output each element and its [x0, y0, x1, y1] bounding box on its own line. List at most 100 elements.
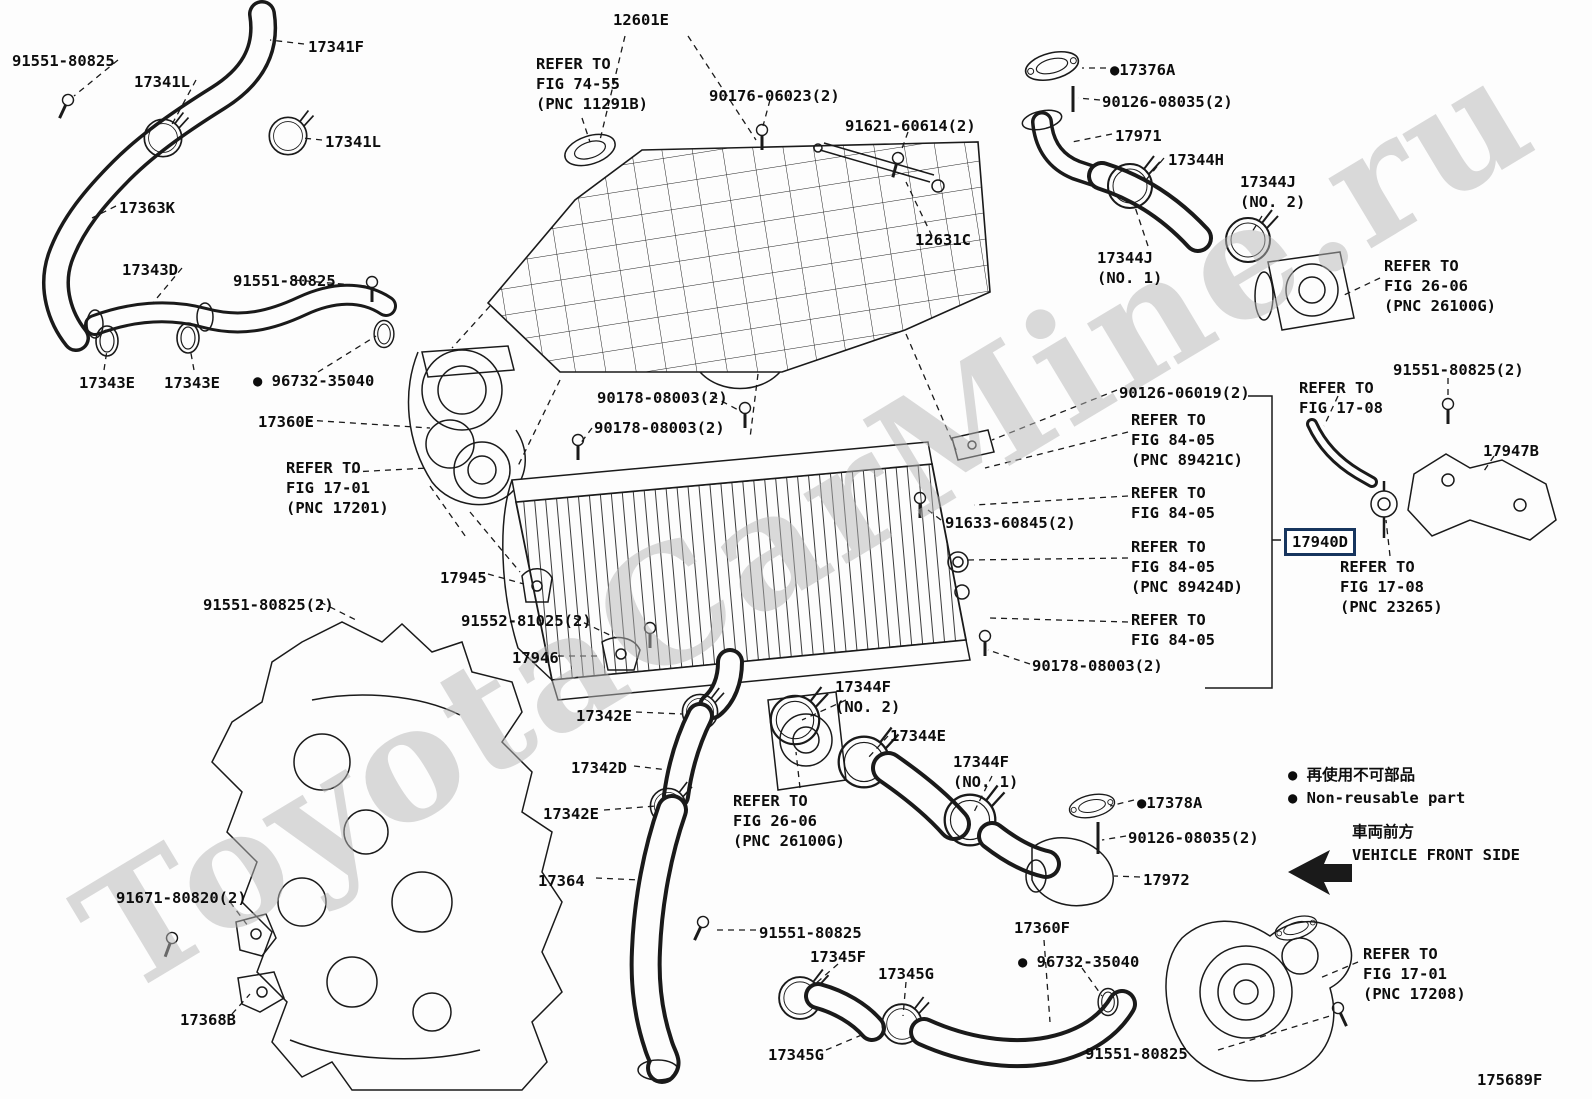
- bolt-icon: [53, 91, 77, 122]
- part-91633-60845[interactable]: 91633-60845(2): [945, 514, 1076, 532]
- air-hose-assembly-top-left: [42, 0, 397, 357]
- part-91551-80825-d[interactable]: 91551-80825(2): [203, 596, 334, 614]
- gasket-icon: [1271, 910, 1321, 946]
- part-17344J-no1[interactable]: 17344J(NO. 1): [1097, 249, 1163, 287]
- part-91551-80825-e[interactable]: 91551-80825: [759, 924, 862, 942]
- part-17343D[interactable]: 17343D: [122, 261, 178, 279]
- legend-non-reusable-en: ● Non-reusable part: [1288, 789, 1466, 807]
- hose-clamp-icon: [268, 109, 315, 156]
- part-17345G-b[interactable]: 17345G: [768, 1046, 824, 1064]
- part-17360F[interactable]: 17360F: [1014, 919, 1070, 937]
- part-17343E-b[interactable]: 17343E: [164, 374, 220, 392]
- part-17971[interactable]: 17971: [1115, 127, 1162, 145]
- part-17341L-a[interactable]: 17341L: [134, 73, 190, 91]
- part-17342E-b[interactable]: 17342E: [543, 805, 599, 823]
- part-90178-08003-c[interactable]: 90178-08003(2): [594, 419, 725, 437]
- leader-lines: [73, 35, 1495, 1051]
- part-17972[interactable]: 17972: [1143, 871, 1190, 889]
- part-91551-80825-b[interactable]: 91551-80825: [233, 272, 336, 290]
- part-90126-08035-b[interactable]: 90126-08035(2): [1128, 829, 1259, 847]
- part-17344J-no2[interactable]: 17344J(NO. 2): [1240, 173, 1306, 211]
- part-91552-81025[interactable]: 91552-81025(2): [461, 612, 592, 630]
- diagram-code: 175689F: [1477, 1071, 1543, 1089]
- part-90178-08003-b[interactable]: 90178-08003(2): [597, 389, 728, 407]
- part-17364[interactable]: 17364: [538, 872, 585, 890]
- part-91671-80820[interactable]: 91671-80820(2): [116, 889, 247, 907]
- engine-block: [158, 621, 563, 1091]
- part-17341L-b[interactable]: 17341L: [325, 133, 381, 151]
- bolt-icon: [688, 913, 712, 944]
- air-hose-assembly-top-right: [1021, 46, 1355, 331]
- mount-brackets: [521, 568, 657, 671]
- bolt-icon: [158, 929, 181, 961]
- part-17947B[interactable]: 17947B: [1483, 442, 1539, 460]
- part-91551-80825-a[interactable]: 91551-80825: [12, 52, 115, 70]
- turbocharger-right: [1165, 910, 1353, 1082]
- part-17342E-a[interactable]: 17342E: [576, 707, 632, 725]
- part-17946[interactable]: 17946: [512, 649, 559, 667]
- vehicle-front-arrow-icon: [1288, 850, 1352, 895]
- part-17343E-a[interactable]: 17343E: [79, 374, 135, 392]
- sensor-rail: [755, 123, 945, 193]
- bolt-icon: [571, 433, 585, 462]
- part-17363K[interactable]: 17363K: [119, 199, 175, 217]
- part-17344H[interactable]: 17344H: [1168, 151, 1224, 169]
- part-17368B[interactable]: 17368B: [180, 1011, 236, 1029]
- bolt-icon: [738, 401, 752, 430]
- bolt-icon: [1441, 397, 1455, 426]
- hose-clamp-icon: [1225, 209, 1279, 263]
- part-90126-06019[interactable]: 90126-06019(2): [1119, 384, 1250, 402]
- part-90126-08035-a[interactable]: 90126-08035(2): [1102, 93, 1233, 111]
- part-96732-35040-a[interactable]: ● 96732-35040: [253, 372, 375, 390]
- part-17341F[interactable]: 17341F: [308, 38, 364, 56]
- part-17344F-no2[interactable]: 17344F(NO. 2): [835, 678, 901, 716]
- bolt-icon: [978, 629, 992, 658]
- part-91551-80825-f[interactable]: 91551-80825: [1085, 1045, 1188, 1063]
- part-12601E[interactable]: 12601E: [613, 11, 669, 29]
- o-ring-icon: [176, 322, 200, 354]
- part-91551-80825-c[interactable]: 91551-80825(2): [1393, 361, 1524, 379]
- part-91621-60614[interactable]: 91621-60614(2): [845, 117, 976, 135]
- part-90176-06023[interactable]: 90176-06023(2): [709, 87, 840, 105]
- bolt-icon: [755, 123, 769, 152]
- part-17344E[interactable]: 17344E: [890, 727, 946, 745]
- part-17945[interactable]: 17945: [440, 569, 487, 587]
- legend-vehicle-front-jp: 車両前方: [1352, 823, 1415, 841]
- legend-non-reusable-jp: ● 再使用不可部品: [1288, 766, 1416, 784]
- part-17345G-a[interactable]: 17345G: [878, 965, 934, 983]
- part-17376A[interactable]: ●17376A: [1110, 61, 1176, 79]
- part-17360E[interactable]: 17360E: [258, 413, 314, 431]
- part-17342D[interactable]: 17342D: [571, 759, 627, 777]
- part-12631C[interactable]: 12631C: [915, 231, 971, 249]
- outlet-pipe-assembly: [629, 687, 725, 1084]
- part-17345F[interactable]: 17345F: [810, 948, 866, 966]
- gasket-icon: [1066, 789, 1118, 823]
- intercooler: [502, 401, 995, 720]
- engine-cover: [486, 133, 991, 390]
- part-17940D-highlighted[interactable]: 17940D: [1284, 528, 1356, 556]
- throttle-hose-assembly-mid: [767, 685, 1118, 907]
- air-hose-assembly-bottom: [778, 968, 1137, 1069]
- part-17378A[interactable]: ●17378A: [1137, 794, 1203, 812]
- reference-bracket-lines: [1205, 395, 1281, 689]
- part-90178-08003-a[interactable]: 90178-08003(2): [1032, 657, 1163, 675]
- bracket-and-valve-right: [1306, 397, 1557, 541]
- o-ring-icon: [373, 319, 395, 349]
- toyota-emblem-icon: [564, 133, 616, 167]
- legend-vehicle-front-en: VEHICLE FRONT SIDE: [1352, 846, 1520, 864]
- part-17344F-no1[interactable]: 17344F(NO. 1): [953, 753, 1019, 791]
- part-96732-35040-b[interactable]: ● 96732-35040: [1018, 953, 1140, 971]
